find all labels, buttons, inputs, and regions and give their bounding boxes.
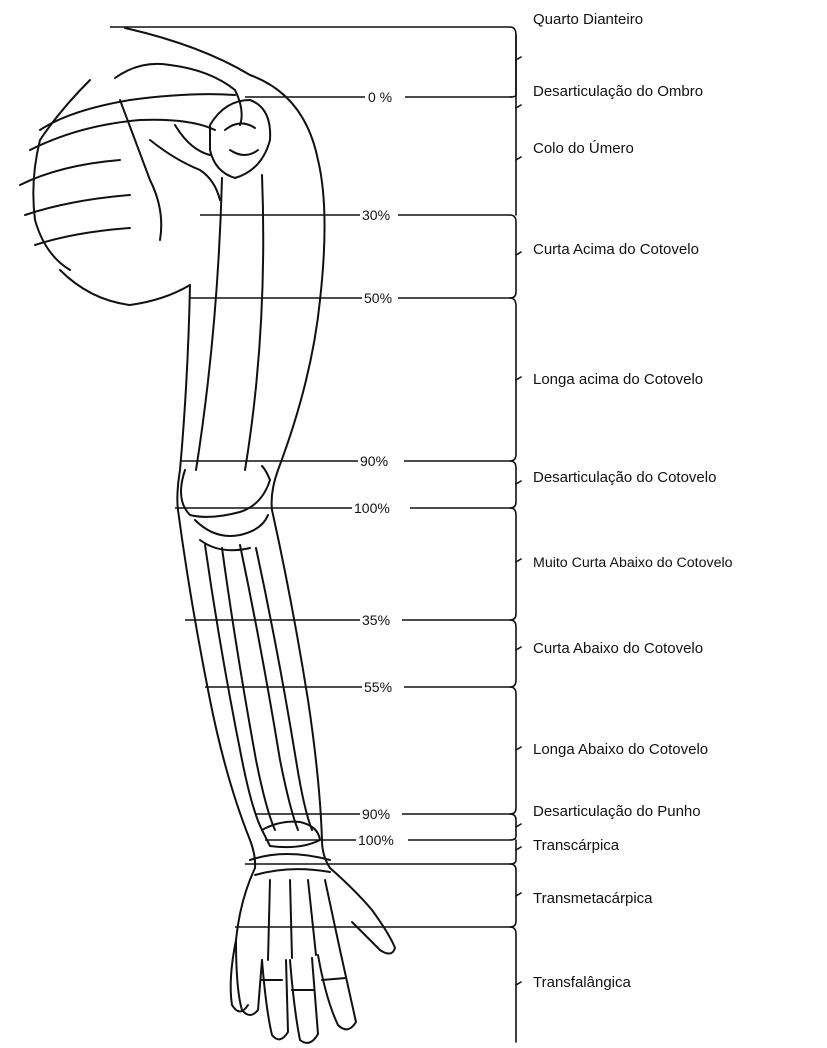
level-label: Desarticulação do Ombro xyxy=(533,83,703,101)
level-brackets xyxy=(510,27,521,1042)
level-label: Desarticulação do Punho xyxy=(533,803,701,821)
level-label: Longa Abaixo do Cotovelo xyxy=(533,741,708,759)
level-label: Desarticulação do Cotovelo xyxy=(533,469,716,487)
percent-marker: 35% xyxy=(362,612,390,628)
percent-marker: 55% xyxy=(364,679,392,695)
level-label: Quarto Dianteiro xyxy=(533,11,643,29)
level-label: Transfalângica xyxy=(533,974,631,992)
wrist-bones xyxy=(262,822,320,847)
finger-3 xyxy=(318,950,356,1029)
percent-marker: 90% xyxy=(360,453,388,469)
percent-marker: 100% xyxy=(358,832,394,848)
humerus-head xyxy=(210,100,270,178)
percent-marker: 100% xyxy=(354,500,390,516)
percent-marker: 30% xyxy=(362,207,390,223)
level-label: Transmetacárpica xyxy=(533,890,653,908)
elbow-joint xyxy=(181,466,270,517)
hand-outline xyxy=(236,868,262,1015)
level-label: Curta Abaixo do Cotovelo xyxy=(533,640,703,658)
level-label: Colo do Úmero xyxy=(533,140,634,158)
level-label: Transcárpica xyxy=(533,837,619,855)
shoulder-outline xyxy=(125,28,325,300)
percent-marker: 0 % xyxy=(368,89,392,105)
level-label: Muito Curta Abaixo do Cotovelo xyxy=(533,554,733,572)
finger-1 xyxy=(262,960,288,1039)
percent-marker: 50% xyxy=(364,290,392,306)
level-label: Curta Acima do Cotovelo xyxy=(533,241,699,259)
level-label: Longa acima do Cotovelo xyxy=(533,371,703,389)
percent-marker: 90% xyxy=(362,806,390,822)
finger-2 xyxy=(290,958,318,1043)
